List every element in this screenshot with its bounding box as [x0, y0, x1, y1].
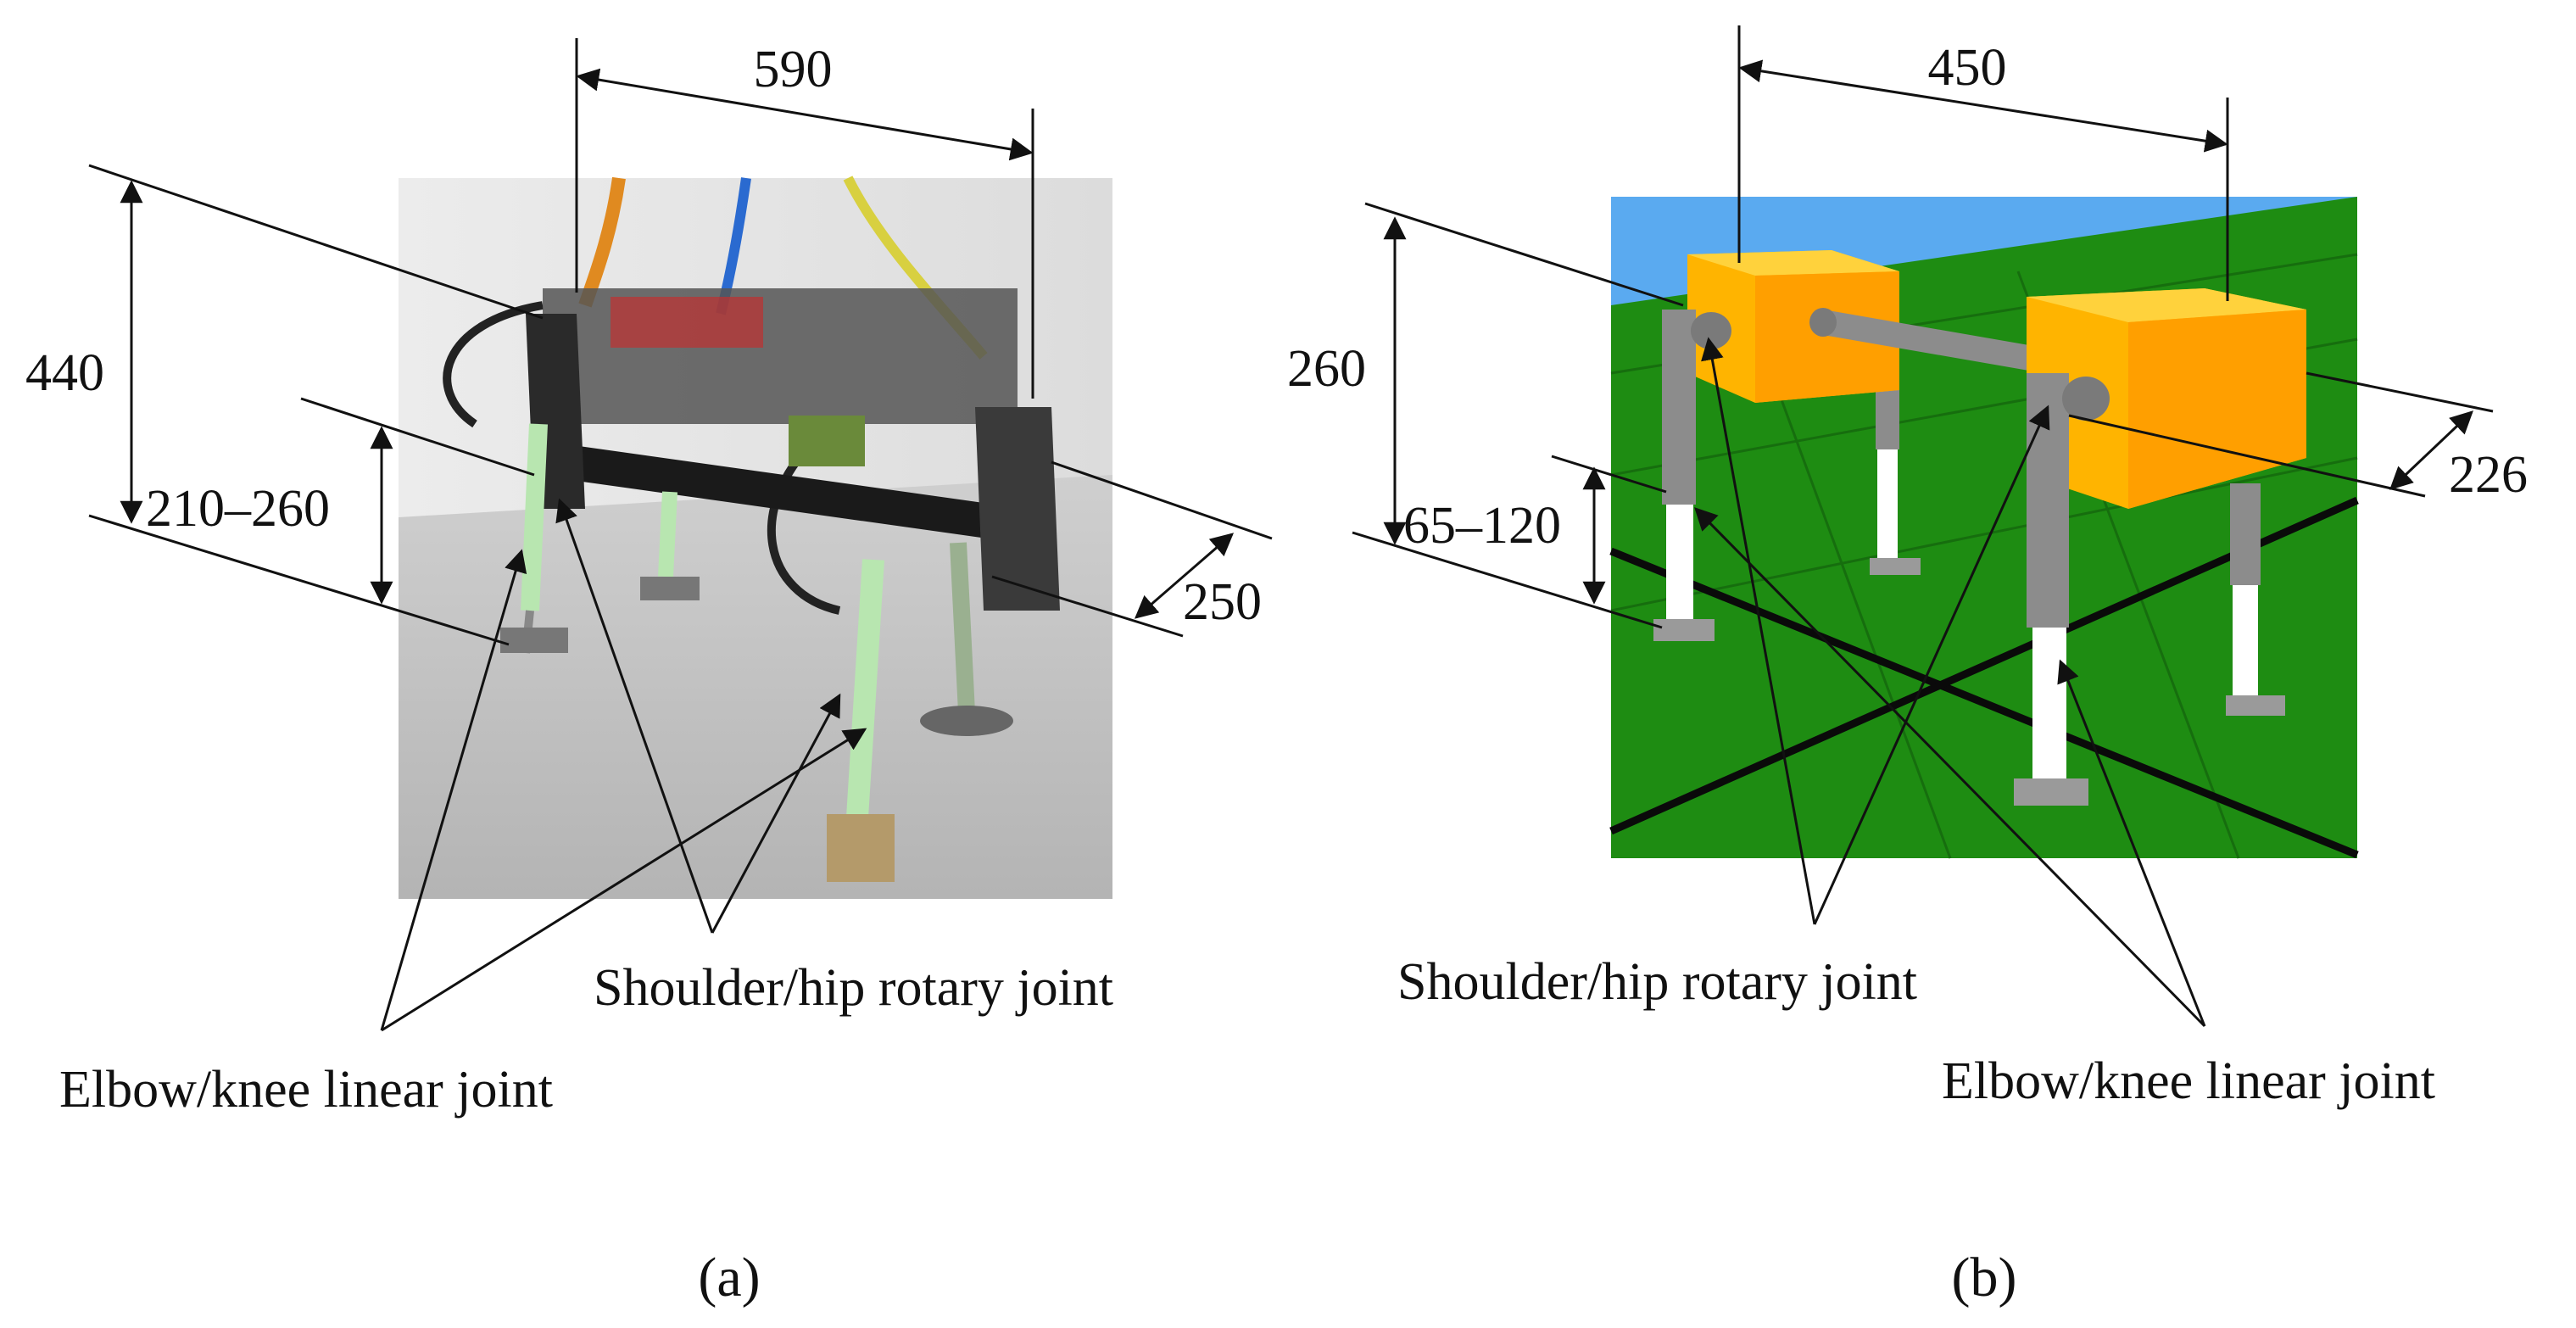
annotation-rotary-joint: Shoulder/hip rotary joint: [594, 959, 1113, 1017]
annotation-linear-joint: Elbow/knee linear joint: [59, 1061, 553, 1119]
photo-body-frame: [534, 441, 1026, 543]
photo-cable: [443, 301, 544, 428]
photo-leg: [920, 542, 1013, 736]
caption-a: (a): [698, 1247, 760, 1308]
leader-arrow-rotary-joint: [555, 498, 714, 934]
dimension-body-length: 450: [1928, 39, 2007, 97]
robot-photo: [399, 176, 1112, 899]
dimension-body-width: 226: [2449, 446, 2528, 504]
photo-body-side: [975, 407, 1060, 611]
leader-arrow-rotary-joint: [1813, 405, 2050, 925]
simulation-render: [1609, 197, 2359, 859]
annotation-linear-joint: Elbow/knee linear joint: [1942, 1052, 2435, 1110]
dimension-arrow-body-length: [1738, 59, 2228, 153]
leader-arrow-linear-joint: [380, 549, 527, 1031]
photo-electronics: [789, 416, 865, 466]
photo-leg: [827, 559, 895, 882]
dimension-arrow-body-length: [576, 68, 1034, 161]
photo-leg: [500, 423, 568, 654]
sim-body-rod-end: [1809, 308, 1837, 337]
extension-line: [88, 514, 510, 646]
sim-ground-line: [1609, 547, 2359, 859]
dimension-total-height: 260: [1287, 340, 1366, 398]
sim-body-rod: [1823, 310, 2044, 373]
extension-line: [2068, 414, 2426, 498]
sim-leg-rear-right: [2226, 483, 2285, 716]
extension-line: [1051, 460, 1273, 540]
extension-line: [300, 397, 535, 477]
photo-leg: [640, 491, 700, 600]
annotation-rotary-joint: Shoulder/hip rotary joint: [1397, 953, 1917, 1011]
sim-body-box-rear: [1687, 250, 1899, 403]
extension-line: [1551, 455, 1667, 494]
dimension-total-height: 440: [25, 344, 104, 402]
photo-electronics: [611, 297, 763, 348]
dimension-arrow-body-width: [1134, 533, 1235, 619]
dimension-body-length: 590: [754, 41, 833, 98]
photo-floor: [399, 475, 1112, 899]
extension-line: [1364, 202, 1684, 307]
dimension-leg-length-range: 210–260: [146, 480, 330, 538]
sim-leg-front-left: [1653, 310, 1731, 641]
dimension-leg-length-range: 65–120: [1403, 497, 1561, 555]
leader-arrow-linear-joint: [1694, 507, 2206, 1028]
dimension-body-width: 250: [1183, 573, 1262, 631]
extension-line: [2306, 371, 2494, 413]
leader-arrow-rotary-joint: [711, 693, 841, 934]
caption-b: (b): [1952, 1247, 2017, 1308]
photo-cable: [767, 438, 841, 615]
extension-line: [1352, 531, 1663, 629]
panel-b: 450 260 65–120 226 Shoulder/hip rotary j…: [1287, 25, 2528, 1308]
extension-line: [88, 164, 544, 320]
extension-line: [991, 575, 1184, 638]
leader-arrow-linear-joint: [381, 728, 867, 1032]
leader-arrow-rotary-joint: [1701, 337, 1816, 925]
dimension-arrow-body-width: [2389, 410, 2473, 490]
leader-arrow-linear-joint: [2057, 659, 2206, 1027]
panel-a: 590 440 210–260 250 Shoulder/hip rotary …: [25, 38, 1273, 1308]
